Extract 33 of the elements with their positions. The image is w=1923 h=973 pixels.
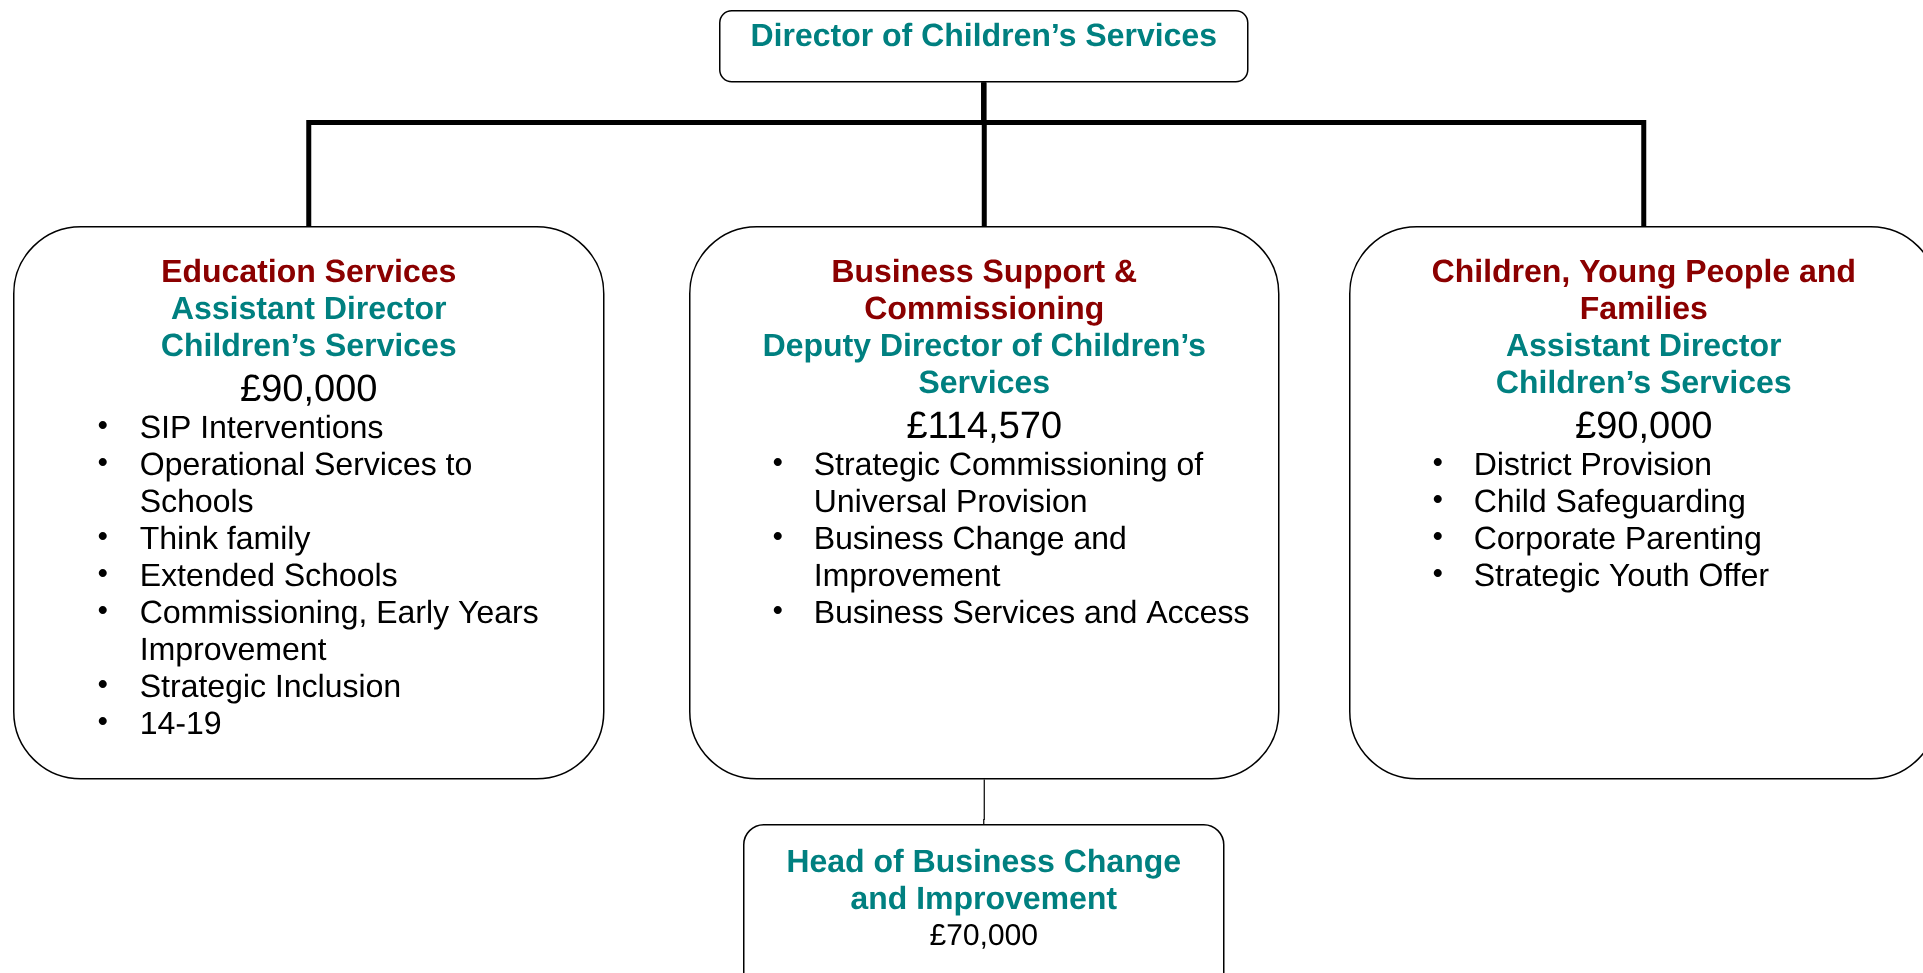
list-item: SIP Interventions (98, 414, 383, 439)
role-title: Assistant Director Children’s Services (1497, 332, 1791, 394)
department-box (689, 226, 1280, 780)
list-item: Strategic Youth Offer (1433, 562, 1769, 593)
connector (981, 82, 1647, 226)
department-box (1349, 226, 1923, 780)
list-item: Corporate Parenting (1433, 525, 1760, 556)
list-item: Strategic Inclusion (98, 673, 400, 704)
list-item: Commissioning, Early Years Improvement (98, 599, 538, 667)
list-item: Business Change and Improvement (773, 525, 1125, 593)
role-title: Assistant Director Children’s Services (162, 295, 456, 357)
connector (983, 778, 985, 825)
role-title: Director of Children’s Services (752, 22, 1216, 47)
salary: £70,000 (930, 924, 1037, 949)
list-item: Child Safeguarding (1433, 488, 1744, 519)
department-box (13, 226, 605, 780)
heading: Business Support & Commissioning (833, 258, 1137, 326)
list-item: Business Services and Access (773, 599, 1249, 624)
list-item: Think family (98, 525, 311, 556)
salary: £90,000 (241, 374, 376, 406)
title-box (719, 10, 1249, 83)
salary: £90,000 (1576, 411, 1711, 443)
heading: Education Services (163, 258, 456, 283)
list-item: Strategic Commissioning of Universal Provision (773, 451, 1204, 513)
role-title: Deputy Director of Children’s Services (764, 332, 1205, 394)
list-item: District Provision (1433, 451, 1710, 476)
salary: £114,570 (907, 411, 1061, 443)
list-item: 14-19 (98, 711, 221, 735)
list-item: Extended Schools (98, 562, 397, 587)
heading: Children, Young People and Families (1432, 258, 1854, 320)
list-item: Operational Services to Schools (98, 451, 471, 513)
role-title: Head of Business Change and Improvement (788, 848, 1180, 916)
post-box (743, 824, 1225, 973)
